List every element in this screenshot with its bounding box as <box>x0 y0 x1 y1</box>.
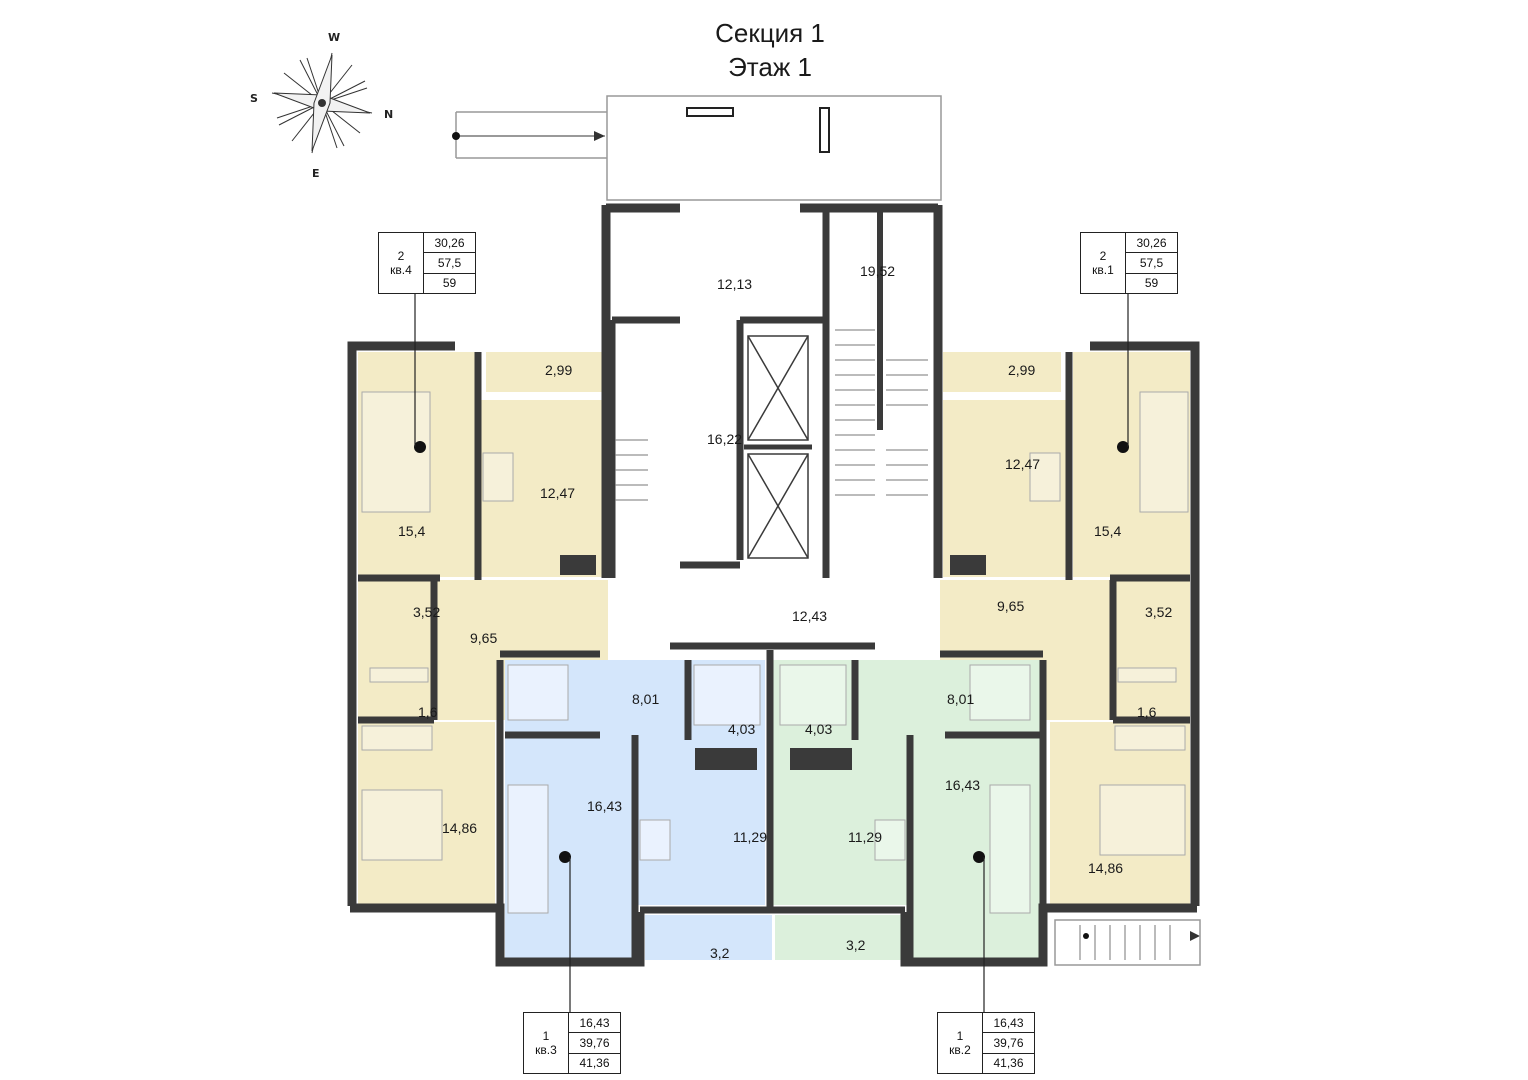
area-a1-wc: 1,6 <box>1137 704 1157 720</box>
area-a3-living: 16,43 <box>587 798 622 814</box>
full-area: 59 <box>442 276 457 291</box>
living-area: 16,43 <box>983 1013 1034 1034</box>
total-area: 39,76 <box>569 1033 620 1054</box>
full-area: 59 <box>1144 276 1159 291</box>
area-a1-loggia: 2,99 <box>1008 362 1035 378</box>
area-a3-loggia: 3,2 <box>710 945 730 961</box>
area-a4-kitchen: 12,47 <box>540 485 575 501</box>
compass-n: N <box>384 108 393 121</box>
area-a2-living: 16,43 <box>945 777 980 793</box>
apartment-rooms: 1 <box>956 1029 964 1043</box>
apartment-label: кв.4 <box>390 263 412 277</box>
area-a1-hall: 9,65 <box>997 598 1024 614</box>
area-a2-hall: 8,01 <box>947 691 974 707</box>
apartment-rooms: 2 <box>1099 249 1107 263</box>
area-a4-bedroom: 14,86 <box>442 820 477 836</box>
apartment-label: кв.2 <box>949 1043 971 1057</box>
apartment-rooms: 1 <box>542 1029 550 1043</box>
area-a2-bath: 4,03 <box>805 721 832 737</box>
area-a4-bath: 3,52 <box>413 604 440 620</box>
compass-e: E <box>312 167 320 180</box>
area-a4-loggia: 2,99 <box>545 362 572 378</box>
area-a2-kitchen: 11,29 <box>848 829 882 845</box>
compass-w: W <box>328 31 340 44</box>
area-a3-bath: 4,03 <box>728 721 755 737</box>
compass-icon: N S E W <box>250 31 393 180</box>
area-a4-hall: 9,65 <box>470 630 497 646</box>
area-elevator-hall: 16,22 <box>707 431 742 447</box>
area-a4-wc: 1,6 <box>418 704 438 720</box>
apartment-label: кв.3 <box>535 1043 557 1057</box>
total-area: 57,5 <box>1126 253 1177 274</box>
living-area: 30,26 <box>424 233 475 254</box>
area-a1-kitchen: 12,47 <box>1005 456 1040 472</box>
area-corridor: 12,43 <box>792 608 827 624</box>
area-a2-loggia: 3,2 <box>846 937 866 953</box>
area-a3-hall: 8,01 <box>632 691 659 707</box>
floor-title: Этаж 1 <box>728 52 812 82</box>
area-a1-living: 15,4 <box>1094 523 1121 539</box>
area-a3-kitchen: 11,29 <box>733 829 767 845</box>
full-area: 41,36 <box>993 1056 1024 1071</box>
total-area: 57,5 <box>424 253 475 274</box>
section-title: Секция 1 <box>715 18 825 48</box>
area-a4-living: 15,4 <box>398 523 425 539</box>
total-area: 39,76 <box>983 1033 1034 1054</box>
apartment-rooms: 2 <box>397 249 405 263</box>
area-stair: 19,52 <box>860 263 895 279</box>
area-a1-bath: 3,52 <box>1145 604 1172 620</box>
area-lobby-top: 12,13 <box>717 276 752 292</box>
compass-s: S <box>250 92 258 105</box>
full-area: 41,36 <box>579 1056 610 1071</box>
area-a1-bedroom: 14,86 <box>1088 860 1123 876</box>
living-area: 16,43 <box>569 1013 620 1034</box>
apartment-label: кв.1 <box>1092 263 1114 277</box>
living-area: 30,26 <box>1126 233 1177 254</box>
